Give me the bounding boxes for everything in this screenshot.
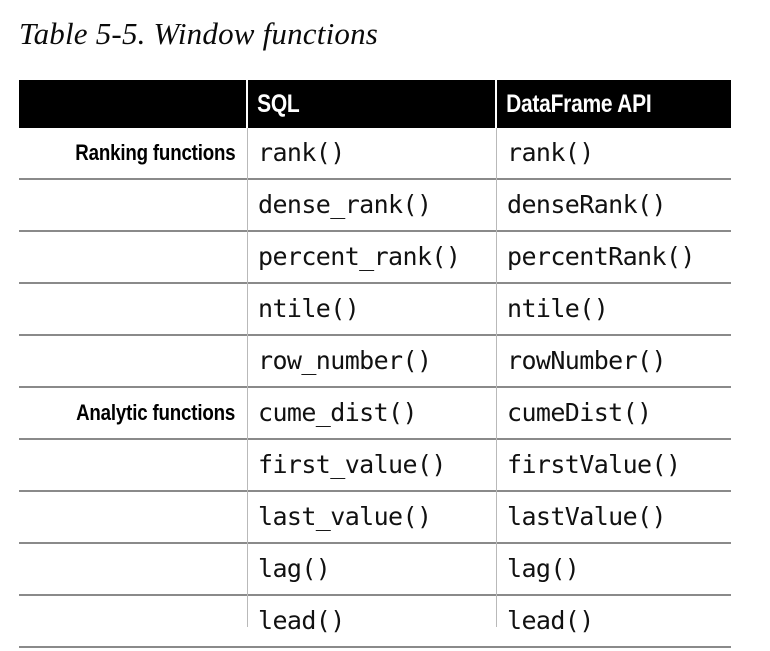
column-header-category: [19, 80, 211, 128]
cell-dataframe-api: denseRank(): [496, 179, 731, 232]
cell-sql: row_number(): [247, 335, 496, 388]
sql-function-name: lead(): [258, 606, 345, 635]
table-inner: SQL DataFrame API Ranking functions rank(…: [19, 80, 731, 648]
dataframe-api-function-name: ntile(): [507, 294, 609, 323]
cell-sql: lead(): [247, 595, 496, 648]
dataframe-api-function-name: cumeDist(): [507, 398, 652, 427]
cell-dataframe-api: ntile(): [496, 283, 731, 336]
cell-dataframe-api: lastValue(): [496, 491, 731, 544]
cell-category: [19, 179, 247, 232]
cell-sql: lag(): [247, 543, 496, 596]
column-header-sql: SQL: [246, 80, 457, 128]
dataframe-api-function-name: rowNumber(): [507, 346, 667, 375]
table-row: Analytic functions cume_dist() cumeDist(): [19, 387, 731, 440]
sql-function-name: last_value(): [258, 502, 432, 531]
cell-category: [19, 335, 247, 388]
cell-category: [19, 595, 247, 648]
dataframe-api-function-name: denseRank(): [507, 190, 667, 219]
window-functions-table: SQL DataFrame API Ranking functions rank(…: [19, 80, 731, 648]
cell-dataframe-api: firstValue(): [496, 439, 731, 492]
table-container: SQL DataFrame API Ranking functions rank(…: [19, 80, 731, 648]
table-row: ntile() ntile(): [19, 283, 731, 336]
category-label: Analytic functions: [75, 400, 235, 425]
table-row: dense_rank() denseRank(): [19, 179, 731, 232]
table-row: first_value() firstValue(): [19, 439, 731, 492]
cell-sql: rank(): [247, 128, 496, 180]
dataframe-api-function-name: lastValue(): [507, 502, 667, 531]
cell-sql: dense_rank(): [247, 179, 496, 232]
table-row: lead() lead(): [19, 595, 731, 648]
dataframe-api-function-name: lead(): [507, 606, 594, 635]
sql-function-name: ntile(): [258, 294, 360, 323]
column-header-dataframe-api: DataFrame API: [495, 80, 694, 128]
dataframe-api-function-name: firstValue(): [507, 450, 681, 479]
cell-dataframe-api: lag(): [496, 543, 731, 596]
table-row: lag() lag(): [19, 543, 731, 596]
cell-category: [19, 283, 247, 336]
cell-sql: first_value(): [247, 439, 496, 492]
cell-sql: ntile(): [247, 283, 496, 336]
cell-category: [19, 491, 247, 544]
table-body: Ranking functions rank() rank() dense_rank(…: [19, 128, 731, 648]
sql-function-name: cume_dist(): [258, 398, 418, 427]
table-row: row_number() rowNumber(): [19, 335, 731, 388]
sql-function-name: dense_rank(): [258, 190, 432, 219]
table-row: percent_rank() percentRank(): [19, 231, 731, 284]
cell-dataframe-api: rowNumber(): [496, 335, 731, 388]
sql-function-name: rank(): [258, 138, 345, 167]
table-caption: Table 5-5. Window functions: [19, 16, 379, 51]
table-head: SQL DataFrame API: [19, 80, 731, 128]
table-row: Ranking functions rank() rank(): [19, 128, 731, 180]
cell-sql: percent_rank(): [247, 231, 496, 284]
cell-category: Analytic functions: [19, 387, 247, 440]
sql-function-name: percent_rank(): [258, 242, 461, 271]
cell-dataframe-api: cumeDist(): [496, 387, 731, 440]
cell-dataframe-api: percentRank(): [496, 231, 731, 284]
category-label: Ranking functions: [74, 140, 235, 165]
table-row: last_value() lastValue(): [19, 491, 731, 544]
cell-category: [19, 231, 247, 284]
cell-category: Ranking functions: [19, 128, 247, 180]
cell-dataframe-api: rank(): [496, 128, 731, 180]
sql-function-name: first_value(): [258, 450, 446, 479]
cell-sql: last_value(): [247, 491, 496, 544]
sql-function-name: lag(): [258, 554, 331, 583]
dataframe-api-function-name: rank(): [507, 138, 594, 167]
cell-dataframe-api: lead(): [496, 595, 731, 648]
table-header-row: SQL DataFrame API: [19, 80, 731, 128]
dataframe-api-function-name: lag(): [507, 554, 580, 583]
cell-sql: cume_dist(): [247, 387, 496, 440]
dataframe-api-function-name: percentRank(): [507, 242, 695, 271]
cell-category: [19, 543, 247, 596]
cell-category: [19, 439, 247, 492]
sql-function-name: row_number(): [258, 346, 432, 375]
